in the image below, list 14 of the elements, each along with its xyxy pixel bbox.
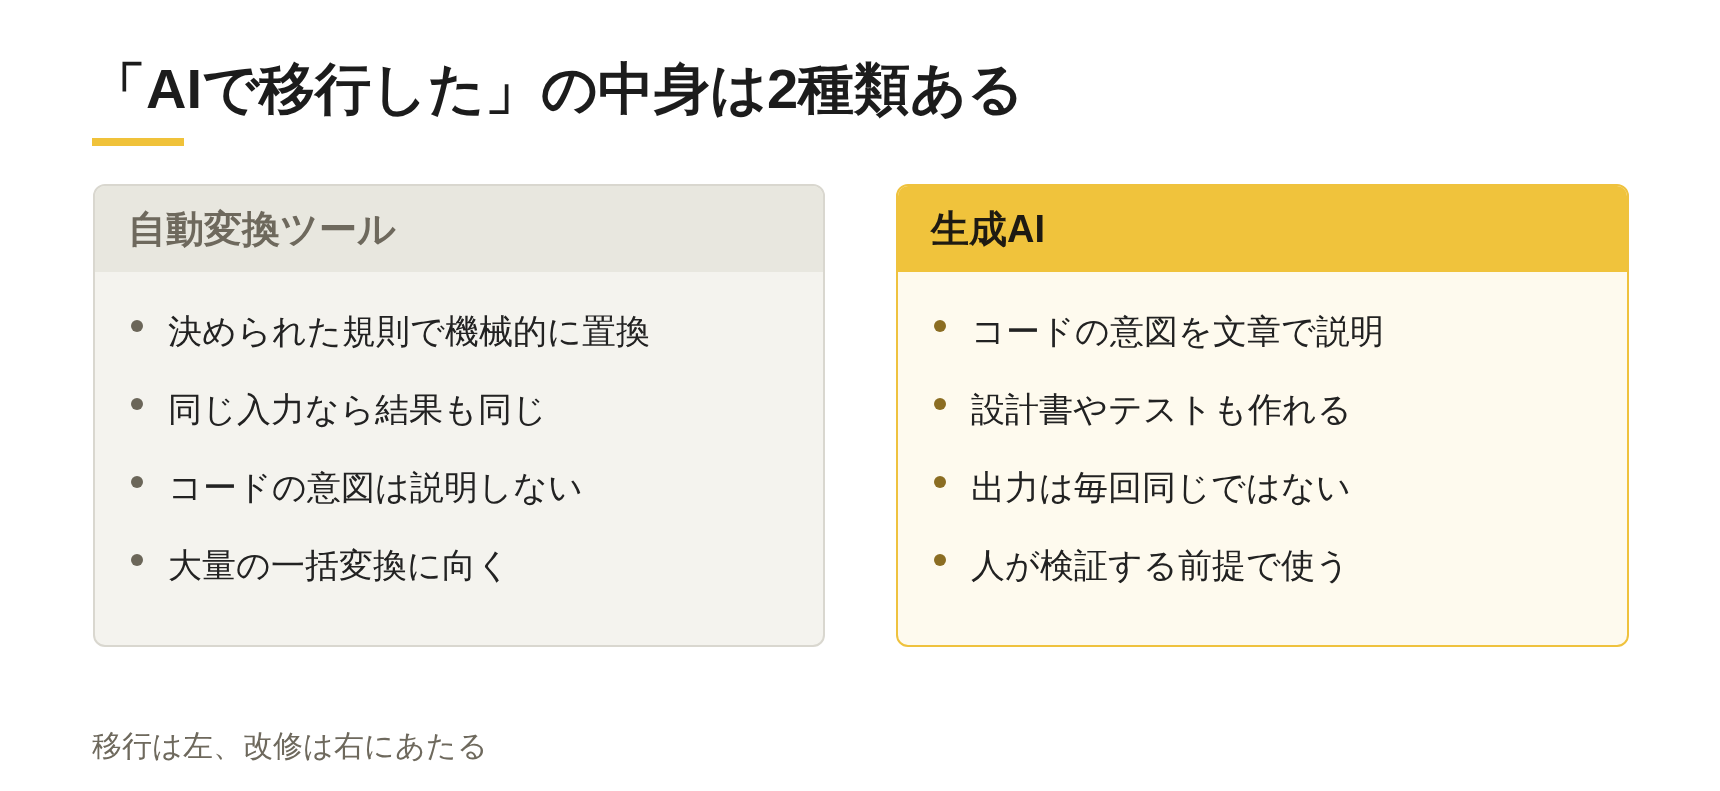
title: 「AIで移行した」の中身は2種類ある: [90, 56, 1025, 122]
card-header: 生成AI: [898, 186, 1627, 272]
card: [93, 184, 825, 647]
card: [896, 184, 1629, 647]
list-item-text: 大量の一括変換に向く: [168, 545, 511, 586]
list-item-text: 設計書やテストも作れる: [971, 389, 1352, 430]
caption: 移行は左、改修は右にあたる: [92, 728, 488, 764]
list-item-text: 出力は毎回同じではない: [971, 467, 1351, 508]
list-item-text: 同じ入力なら結果も同じ: [168, 389, 547, 430]
card-header: 自動変換ツール: [95, 186, 823, 272]
list-item-text: コードの意図を文章で説明: [971, 311, 1384, 352]
list-item-text: 人が検証する前提で使う: [971, 545, 1350, 586]
list-item-text: コードの意図は説明しない: [168, 467, 583, 508]
list-item-text: 決められた規則で機械的に置換: [168, 311, 650, 352]
